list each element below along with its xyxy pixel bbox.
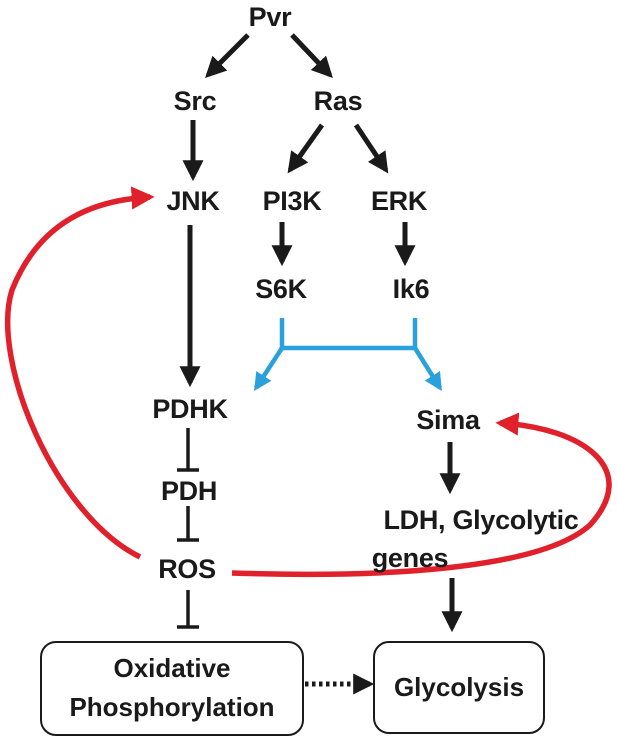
feedback-ros-sima (231, 412, 612, 578)
oxphos-label-line2: Phosphorylation (69, 692, 275, 722)
blue-branch-connector (254, 318, 442, 392)
inhibit-pdh-ros (177, 506, 199, 542)
node-ras: Ras (313, 86, 363, 116)
node-erk: ERK (370, 186, 428, 216)
node-ldh-line2: genes (371, 543, 449, 573)
node-ldh-line1: LDH, Glycolytic (383, 505, 579, 535)
node-s6k: S6K (255, 274, 307, 304)
node-src: Src (173, 86, 217, 116)
node-pi3k: PI3K (262, 186, 322, 216)
inhibit-ros-oxphos (177, 590, 199, 629)
edge-ras-erk (353, 123, 389, 174)
node-pdh: PDH (160, 476, 218, 506)
inhibit-pdhk-pdh (177, 428, 199, 472)
node-ros: ROS (158, 554, 216, 584)
node-ik6: Ik6 (392, 274, 430, 304)
edge-pvr-src (205, 33, 250, 78)
edge-pvr-ras (290, 33, 333, 79)
oxphos-label-line1: Oxidative (113, 653, 231, 683)
glycolysis-label: Glycolysis (393, 672, 525, 702)
node-pvr: Pvr (248, 2, 292, 32)
edge-ras-pi3k (287, 123, 325, 174)
feedback-ros-jnk (5, 186, 155, 560)
node-sima: Sima (416, 405, 480, 435)
box-glycolysis (373, 641, 545, 734)
node-pdhk: PDHK (152, 394, 228, 424)
box-oxidative-phosphorylation (40, 641, 304, 736)
node-jnk: JNK (166, 186, 220, 216)
